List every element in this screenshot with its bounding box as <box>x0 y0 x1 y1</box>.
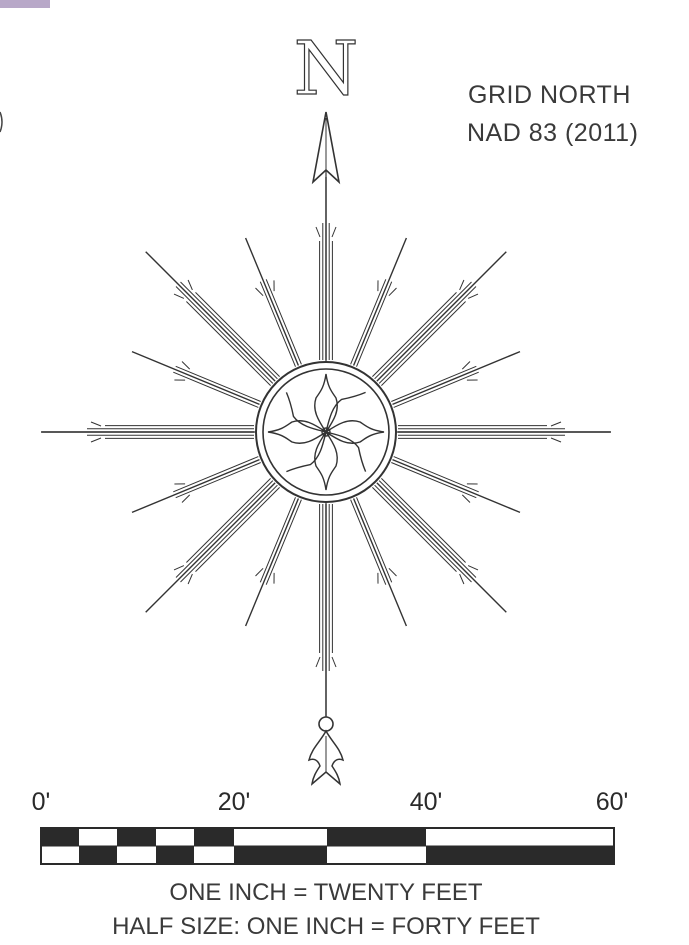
compass-ray-line <box>372 292 457 377</box>
scale-tick-0: 0' <box>32 788 51 816</box>
compass-ray-line <box>195 487 280 572</box>
ornament-scroll <box>325 431 367 472</box>
compass-ray-barb <box>315 226 321 238</box>
compass-ray-line <box>391 462 477 499</box>
compass-ray-barb <box>315 656 321 668</box>
compass-ray-line <box>350 499 387 585</box>
ornament-scroll <box>286 431 327 473</box>
compass-ray-line <box>145 251 276 382</box>
scale-tick-20: 20' <box>218 788 251 816</box>
compass-ray-line <box>244 498 300 627</box>
compass-ray-line <box>378 480 477 578</box>
compass-ray-line <box>265 499 302 585</box>
compass-ray-line <box>372 487 457 572</box>
compass-ray-line <box>356 497 393 583</box>
compass-ray-line <box>175 480 274 578</box>
compass-ray-line <box>244 237 300 366</box>
compass-ray-barb <box>181 494 191 503</box>
compass-ray-barb <box>331 656 337 668</box>
half-size-note: HALF SIZE: ONE INCH = FORTY FEET <box>112 913 540 940</box>
compass-ray-barb <box>255 287 264 297</box>
compass-ray-line <box>175 462 261 499</box>
compass-ray-barb <box>173 565 185 571</box>
compass-ray-barb <box>461 494 471 503</box>
ornament-scroll <box>285 392 327 433</box>
ornament-petal <box>324 420 385 444</box>
compass-ray-barb <box>255 567 264 577</box>
compass-ray-barb <box>90 437 102 443</box>
compass-ray-line <box>391 365 477 402</box>
compass-ray-line <box>175 286 274 384</box>
arrow-tail-icon <box>307 716 345 786</box>
compass-ray-line <box>376 251 507 382</box>
compass-ray-line <box>145 482 276 613</box>
ornament-scroll <box>325 391 366 433</box>
compass-ray-barb <box>181 361 191 370</box>
compass-ray-line <box>259 497 296 583</box>
scale-bar <box>40 827 615 865</box>
north-letter: N <box>294 26 359 112</box>
compass-ray-line <box>131 350 260 406</box>
datum-label: NAD 83 (2011) <box>467 119 638 147</box>
compass-ray-barb <box>461 361 471 370</box>
compass-ray-line <box>376 482 507 613</box>
compass-ray-barb <box>550 421 562 427</box>
compass-ray-line <box>374 281 472 380</box>
compass-ray-line <box>131 458 260 514</box>
compass-ray-line <box>265 279 302 365</box>
compass-ray-barb <box>388 287 397 297</box>
compass-ray-line <box>374 484 472 583</box>
scale-tick-40: 40' <box>410 788 443 816</box>
compass-ray-line <box>173 456 259 493</box>
compass-ray-line <box>173 371 259 408</box>
compass-ray-barb <box>459 573 465 585</box>
compass-ray-line <box>195 292 280 377</box>
ornament-petal <box>314 430 338 491</box>
compass-ray-line <box>393 371 479 408</box>
compass-ray-barb <box>90 421 102 427</box>
scale-note: ONE INCH = TWENTY FEET <box>169 879 482 906</box>
ornament-petal <box>267 420 328 444</box>
compass-ray-barb <box>467 565 479 571</box>
compass-ray-line <box>381 301 466 386</box>
edge-mark <box>0 111 3 133</box>
compass-ray-barb <box>388 567 397 577</box>
compass-ray-line <box>180 484 278 583</box>
compass-ray-line <box>186 301 271 386</box>
compass-ray-barb <box>459 279 465 291</box>
compass-ray-line <box>392 350 521 406</box>
scale-tick-60: 60' <box>596 788 629 816</box>
compass-ray-line <box>259 281 296 367</box>
compass-ray-line <box>356 281 393 367</box>
compass-ray-line <box>186 478 271 563</box>
compass-ray-barb <box>173 293 185 299</box>
compass-ray-line <box>350 279 387 365</box>
compass-ray-line <box>180 281 278 380</box>
grid-north-label: GRID NORTH <box>468 81 631 109</box>
corner-tab <box>0 0 50 8</box>
compass-ray-barb <box>187 279 193 291</box>
ornament-center <box>321 427 331 437</box>
compass-ray-barb <box>331 226 337 238</box>
compass-ray-line <box>352 237 408 366</box>
north-arrow-icon <box>311 111 341 185</box>
compass-ray-barb <box>550 437 562 443</box>
compass-rose-icon <box>41 172 611 717</box>
compass-ray-line <box>378 286 477 384</box>
compass-ray-barb <box>467 293 479 299</box>
compass-ray-line <box>352 498 408 627</box>
compass-ray-line <box>175 365 261 402</box>
compass-ray-barb <box>187 573 193 585</box>
compass-ray-line <box>392 458 521 514</box>
compass-center-disc <box>255 361 397 503</box>
compass-ray-line <box>393 456 479 493</box>
ornament-petal <box>314 373 338 434</box>
compass-ray-line <box>381 478 466 563</box>
